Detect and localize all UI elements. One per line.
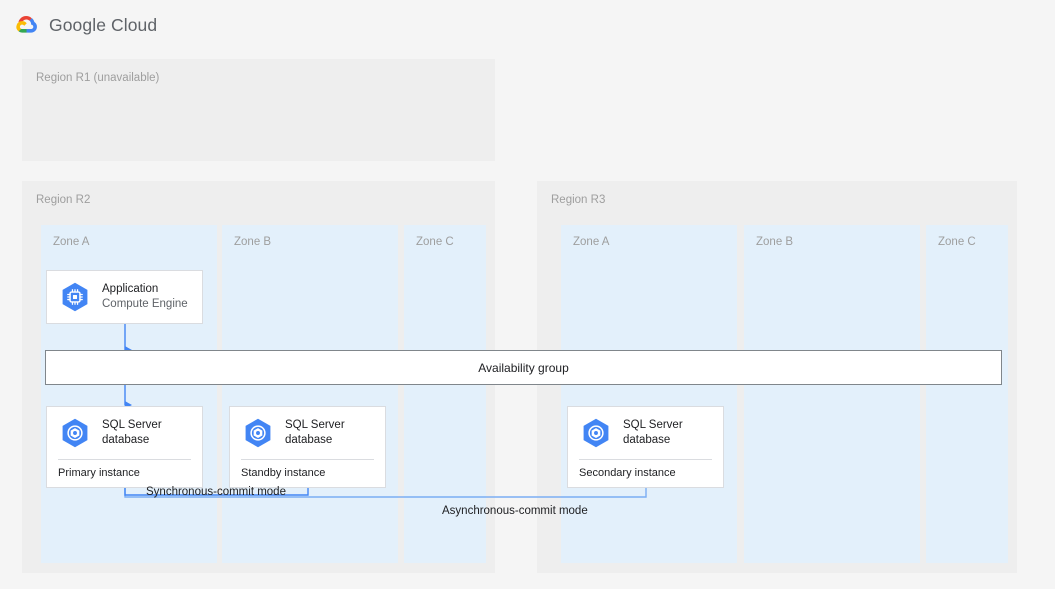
region-r2-label: Region R2 (36, 194, 91, 206)
region-r2-zone-b: Zone B (222, 225, 398, 563)
region-r3-zone-a-label: Zone A (573, 236, 610, 248)
region-r2-zone-c: Zone C (404, 225, 486, 563)
node-secondary-db-title: SQL Server database (623, 419, 683, 446)
node-primary-db-footer: Primary instance (58, 467, 140, 479)
sql-server-database-icon (62, 418, 88, 448)
edge-label-synchronous-commit-mode: Synchronous-commit mode (146, 486, 286, 498)
region-r2-zone-c-label: Zone C (416, 236, 454, 248)
region-r3-zone-b-label: Zone B (756, 236, 794, 248)
region-r2-zone-a-label: Zone A (53, 236, 90, 248)
node-secondary-db-card[interactable]: SQL Server database Secondary instance (567, 406, 724, 488)
sql-server-database-icon (245, 418, 271, 448)
node-secondary-db-text: SQL Server database (623, 418, 683, 447)
region-r1-panel: Region R1 (unavailable) (22, 59, 495, 161)
google-cloud-logo-icon (16, 16, 37, 33)
node-primary-db-divider (58, 459, 191, 460)
availability-group-label: Availability group (478, 360, 569, 375)
node-application-title: Application (102, 283, 159, 296)
region-r3-zone-b: Zone B (744, 225, 920, 563)
region-r2-zone-b-label: Zone B (234, 236, 272, 248)
node-primary-db-card[interactable]: SQL Server database Primary instance (46, 406, 203, 488)
node-primary-db-title: SQL Server database (102, 419, 162, 446)
node-standby-db-body: SQL Server database (230, 407, 385, 459)
region-r3-label: Region R3 (551, 194, 606, 206)
node-primary-db-body: SQL Server database (47, 407, 202, 459)
google-cloud-brand: Google Cloud (14, 12, 157, 38)
node-secondary-db-footer: Secondary instance (579, 467, 676, 479)
brand-label: Google Cloud (49, 14, 158, 35)
node-application-text: Application Compute Engine (102, 282, 188, 311)
node-standby-db-footer: Standby instance (241, 467, 326, 479)
node-standby-db-text: SQL Server database (285, 418, 345, 447)
node-application-card[interactable]: Application Compute Engine (46, 270, 203, 324)
sql-server-database-icon (583, 418, 609, 448)
node-standby-db-divider (241, 459, 374, 460)
node-application-body: Application Compute Engine (47, 271, 202, 323)
node-secondary-db-divider (579, 459, 712, 460)
region-r3-zone-c: Zone C (926, 225, 1008, 563)
region-r1-label: Region R1 (unavailable) (36, 72, 160, 84)
node-application-subtitle: Compute Engine (102, 298, 188, 310)
availability-group-bar: Availability group (45, 350, 1002, 385)
node-primary-db-text: SQL Server database (102, 418, 162, 447)
edge-label-asynchronous-commit-mode: Asynchronous-commit mode (442, 505, 588, 517)
node-standby-db-title: SQL Server database (285, 419, 345, 446)
node-secondary-db-body: SQL Server database (568, 407, 723, 459)
node-standby-db-card[interactable]: SQL Server database Standby instance (229, 406, 386, 488)
region-r3-zone-c-label: Zone C (938, 236, 976, 248)
region-r3-zone-a: Zone A (561, 225, 737, 563)
compute-engine-icon (62, 282, 88, 312)
